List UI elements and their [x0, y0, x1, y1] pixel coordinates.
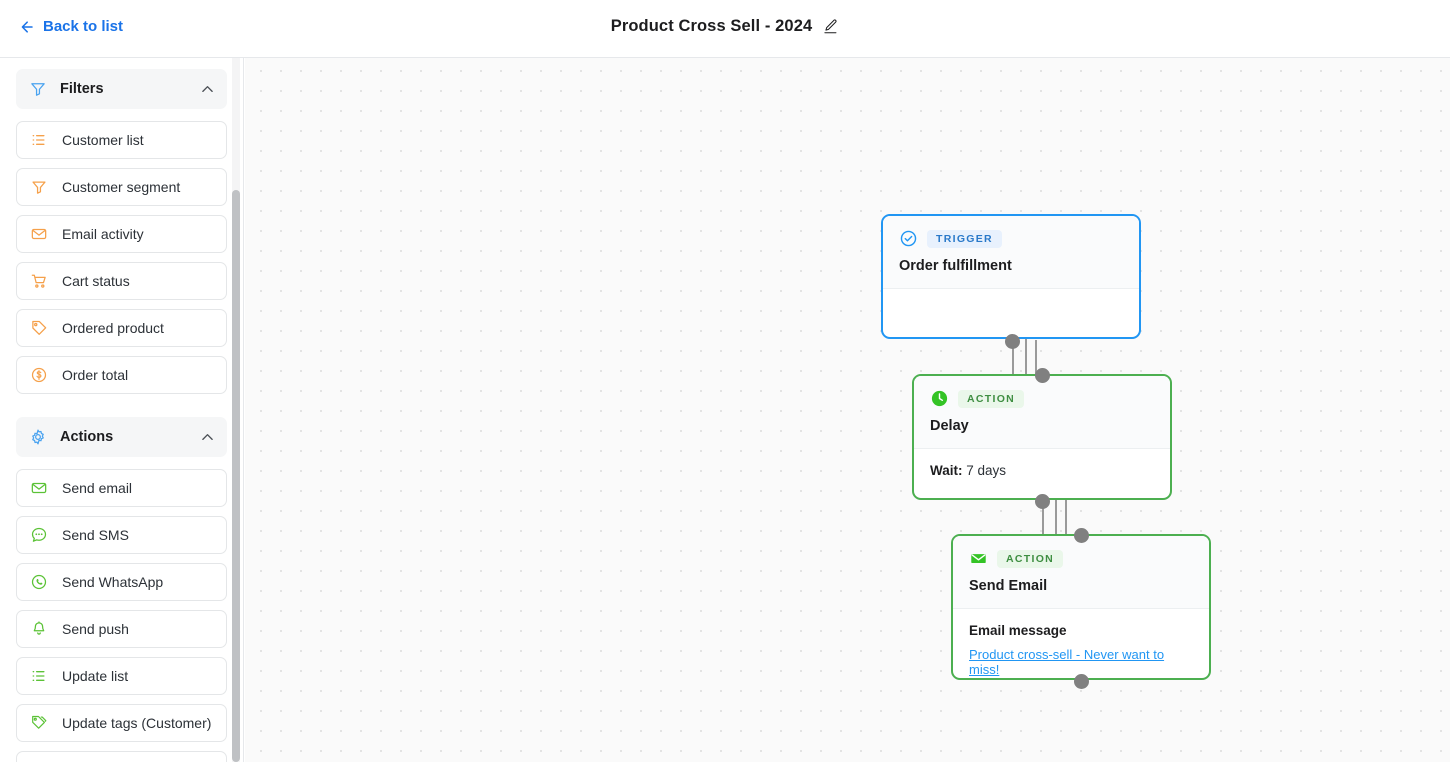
funnel-icon — [32, 181, 46, 194]
dollar-circle-icon — [31, 367, 47, 383]
back-to-list-label: Back to list — [43, 18, 124, 35]
list-icon — [32, 671, 45, 681]
action-item-update-tags-customer[interactable]: Update tags (Customer) — [16, 704, 227, 742]
pencil-edit-icon[interactable] — [822, 18, 839, 35]
node-title: Delay — [930, 418, 969, 434]
node-handle-email-bottom[interactable] — [1074, 674, 1089, 689]
action-item-send-whatsapp[interactable]: Send WhatsApp — [16, 563, 227, 601]
node-trigger-order-fulfillment[interactable]: TRIGGER Order fulfillment — [881, 214, 1141, 339]
tag-icon — [32, 320, 47, 335]
filter-item-ordered-product[interactable]: Ordered product — [16, 309, 227, 347]
filter-item-label: Ordered product — [62, 320, 164, 336]
envelope-icon — [971, 554, 986, 564]
action-item-label: Send email — [62, 480, 133, 496]
filter-item-email-activity[interactable]: Email activity — [16, 215, 227, 253]
connector-delay-to-email-a — [1042, 500, 1044, 534]
tags-icon — [32, 715, 47, 729]
node-wait-value: 7 days — [966, 463, 1007, 478]
node-badge-row: ACTION — [969, 549, 1193, 568]
action-item-label: Send SMS — [62, 527, 129, 543]
chat-bubble-icon — [31, 527, 47, 542]
email-template-link[interactable]: Product cross-sell - Never want to miss! — [969, 647, 1165, 677]
node-action-delay[interactable]: ACTION Delay Wait: 7 days — [912, 374, 1172, 500]
node-wait-key: Wait: — [930, 463, 963, 478]
node-badge-row: TRIGGER — [899, 229, 1123, 248]
envelope-icon — [31, 482, 47, 494]
node-handle-email-top[interactable] — [1074, 528, 1089, 543]
whatsapp-icon — [31, 574, 47, 590]
filter-item-label: Customer list — [62, 132, 144, 148]
list-icon — [32, 135, 45, 145]
action-item-update-tags-order[interactable]: Update tags (Order) — [16, 751, 227, 762]
sidebar-section-filters-title: Filters — [60, 81, 104, 97]
node-badge: ACTION — [997, 549, 1064, 568]
node-header: ACTION Send Email — [953, 536, 1209, 609]
arrow-left-icon — [21, 20, 33, 33]
action-item-label: Update tags (Customer) — [62, 715, 212, 731]
action-item-send-push[interactable]: Send push — [16, 610, 227, 648]
action-item-update-list[interactable]: Update list — [16, 657, 227, 695]
sidebar-section-actions[interactable]: Actions — [16, 417, 227, 457]
sidebar-scrollbar-thumb[interactable] — [232, 190, 240, 762]
action-item-label: Send WhatsApp — [62, 574, 164, 590]
envelope-icon — [31, 228, 47, 240]
filter-item-label: Order total — [62, 367, 129, 383]
node-badge: TRIGGER — [927, 229, 1002, 248]
node-handle-delay-bottom[interactable] — [1035, 494, 1050, 509]
top-bar: Back to list Product Cross Sell - 2024 — [0, 0, 1450, 58]
connector-trigger-to-delay-b — [1025, 336, 1027, 374]
check-circle-icon — [900, 230, 917, 247]
bell-icon — [33, 621, 45, 635]
left-sidebar: Filters Customer list Customer segment — [0, 58, 244, 762]
funnel-icon — [31, 83, 45, 96]
action-item-label: Update list — [62, 668, 129, 684]
page-title: Product Cross Sell - 2024 — [610, 17, 813, 35]
connector-delay-to-email-c — [1065, 500, 1067, 534]
node-title: Send Email — [969, 578, 1048, 594]
shopping-cart-icon — [31, 274, 46, 288]
sidebar-section-actions-title: Actions — [60, 429, 114, 445]
node-action-send-email[interactable]: ACTION Send Email Email message Product … — [951, 534, 1211, 680]
sidebar-content: Filters Customer list Customer segment — [0, 58, 243, 762]
filter-item-label: Email activity — [62, 226, 144, 242]
connector-trigger-to-delay-c — [1035, 340, 1037, 374]
chevron-up-icon[interactable] — [201, 83, 214, 96]
back-to-list-button[interactable]: Back to list — [18, 18, 123, 35]
node-title: Order fulfillment — [899, 258, 1012, 274]
chevron-up-icon[interactable] — [201, 431, 214, 444]
node-header: TRIGGER Order fulfillment — [883, 216, 1139, 289]
page-title-group: Product Cross Sell - 2024 — [0, 17, 1450, 36]
action-item-send-sms[interactable]: Send SMS — [16, 516, 227, 554]
connector-trigger-to-delay-a — [1012, 340, 1014, 374]
workflow-canvas[interactable]: TRIGGER Order fulfillment ACTION Delay W… — [245, 58, 1450, 762]
sidebar-section-filters[interactable]: Filters — [16, 69, 227, 109]
node-handle-trigger-bottom[interactable] — [1005, 334, 1020, 349]
action-item-send-email[interactable]: Send email — [16, 469, 227, 507]
filter-item-customer-segment[interactable]: Customer segment — [16, 168, 227, 206]
node-body — [883, 289, 1139, 319]
filter-item-label: Cart status — [62, 273, 130, 289]
section-spacer — [16, 403, 227, 417]
node-wait-row: Wait: 7 days — [930, 463, 1154, 478]
filter-item-order-total[interactable]: Order total — [16, 356, 227, 394]
filter-item-label: Customer segment — [62, 179, 181, 195]
node-body: Wait: 7 days — [914, 449, 1170, 494]
node-body: Email message Product cross-sell - Never… — [953, 609, 1209, 695]
node-header: ACTION Delay — [914, 376, 1170, 449]
gear-icon — [32, 429, 44, 445]
action-item-label: Send push — [62, 621, 129, 637]
connector-delay-to-email-b — [1055, 496, 1057, 534]
clock-icon — [931, 390, 948, 407]
node-badge-row: ACTION — [930, 389, 1154, 408]
email-message-label: Email message — [969, 623, 1067, 638]
filter-item-cart-status[interactable]: Cart status — [16, 262, 227, 300]
filter-item-customer-list[interactable]: Customer list — [16, 121, 227, 159]
node-badge: ACTION — [958, 389, 1025, 408]
node-handle-delay-top[interactable] — [1035, 368, 1050, 383]
